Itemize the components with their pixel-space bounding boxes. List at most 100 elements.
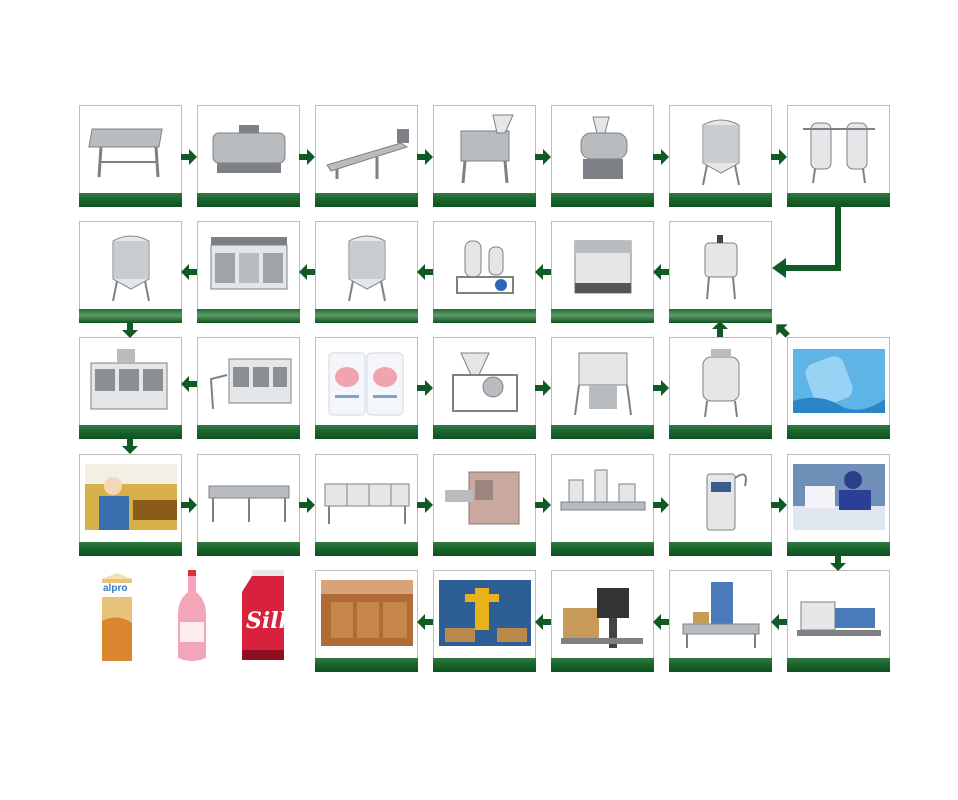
- arrow-left-icon: [298, 263, 316, 286]
- arrow-left-icon: [416, 263, 434, 286]
- arrow-right-icon: [298, 496, 316, 519]
- green-label-bar: [551, 193, 654, 207]
- arrow-left-icon: [180, 263, 198, 286]
- process-step-box: [315, 221, 418, 323]
- arrow-right-icon: [770, 496, 788, 519]
- green-label-bar: [787, 542, 890, 556]
- homogenizer-icon: [552, 222, 653, 308]
- connector-arrow: [770, 205, 850, 290]
- green-label-bar: [433, 658, 536, 672]
- storage-tank-icon: [316, 222, 417, 308]
- green-label-bar: [315, 193, 418, 207]
- process-step-box: [787, 337, 890, 439]
- green-label-bar: [787, 658, 890, 672]
- product-silk-carton: Silk: [240, 570, 294, 662]
- green-label-bar: [433, 193, 536, 207]
- green-label-bar: [669, 658, 772, 672]
- process-step-box: [787, 105, 890, 207]
- dryer-icon: [434, 455, 535, 541]
- arrow-right-icon: [416, 148, 434, 171]
- product-logo-alpro: alpro: [103, 583, 128, 594]
- arrow-right-icon: [652, 496, 670, 519]
- process-step-box: [197, 105, 300, 207]
- crusher-icon: [434, 106, 535, 192]
- sterilizer-icon: [198, 222, 299, 308]
- process-step-box: [787, 570, 890, 672]
- process-step-box: [551, 105, 654, 207]
- shrink-wrapper-icon: [788, 571, 889, 657]
- green-label-bar: [669, 309, 772, 323]
- cooling-conveyor-icon: [198, 455, 299, 541]
- arrow-left-icon: [770, 613, 788, 636]
- green-label-bar: [669, 542, 772, 556]
- palletizer-robot-icon: [434, 571, 535, 657]
- process-step-box: [669, 105, 772, 207]
- mixing-tank-icon: [670, 222, 771, 308]
- green-label-bar: [551, 425, 654, 439]
- green-label-bar: [315, 658, 418, 672]
- process-step-box: [669, 570, 772, 672]
- packing-photo-icon: [788, 455, 889, 541]
- green-label-bar: [79, 542, 182, 556]
- green-label-bar: [669, 193, 772, 207]
- green-label-bar: [197, 542, 300, 556]
- storage-tank-icon: [670, 106, 771, 192]
- arrow-upleft-icon: [773, 321, 791, 344]
- product-alpro-carton: alpro: [100, 573, 134, 661]
- green-label-bar: [433, 425, 536, 439]
- process-step-box: [787, 454, 890, 556]
- green-label-bar: [551, 658, 654, 672]
- jacketed-tank-icon: [670, 338, 771, 424]
- inkjet-coder-icon: [670, 455, 771, 541]
- warehouse-photo-icon: [316, 571, 417, 657]
- green-label-bar: [669, 425, 772, 439]
- process-step-box: [433, 570, 536, 672]
- process-step-box: [551, 570, 654, 672]
- process-step-box: [669, 454, 772, 556]
- process-step-box: [433, 105, 536, 207]
- bottle-filler-icon: [198, 338, 299, 424]
- sugar-bags-icon: [316, 338, 417, 424]
- green-label-bar: [551, 309, 654, 323]
- arrow-right-icon: [298, 148, 316, 171]
- green-label-bar: [433, 542, 536, 556]
- product-logo-silk: Silk: [246, 608, 294, 634]
- green-label-bar: [315, 309, 418, 323]
- green-label-bar: [79, 309, 182, 323]
- arrow-left-icon: [534, 263, 552, 286]
- arrow-right-icon: [180, 496, 198, 519]
- case-packer-icon: [670, 571, 771, 657]
- process-step-box: [551, 337, 654, 439]
- arrow-right-icon: [652, 379, 670, 402]
- carton-sealer-icon: [552, 571, 653, 657]
- process-step-box: [669, 221, 772, 323]
- green-label-bar: [79, 193, 182, 207]
- elevator-conveyor-icon: [316, 106, 417, 192]
- process-step-box: [669, 337, 772, 439]
- process-step-box: [79, 105, 182, 207]
- process-step-box: [197, 454, 300, 556]
- washer-drum-icon: [198, 106, 299, 192]
- process-step-box: [315, 105, 418, 207]
- arrow-up-icon: [711, 320, 729, 343]
- water-photo-icon: [788, 338, 889, 424]
- arrow-right-icon: [180, 148, 198, 171]
- degasser-icon: [434, 222, 535, 308]
- twin-filter-icon: [788, 106, 889, 192]
- arrow-left-icon: [652, 263, 670, 286]
- arrow-right-icon: [534, 379, 552, 402]
- storage-tank-icon: [80, 222, 181, 308]
- powder-mixer-icon: [434, 338, 535, 424]
- arrow-left-icon: [652, 613, 670, 636]
- conveyor-icon: [80, 106, 181, 192]
- process-step-box: [433, 221, 536, 323]
- process-step-box: [79, 337, 182, 439]
- process-step-box: [551, 221, 654, 323]
- process-step-box: [315, 454, 418, 556]
- green-label-bar: [787, 425, 890, 439]
- arrow-left-icon: [416, 613, 434, 636]
- filling-machine-icon: [80, 338, 181, 424]
- green-label-bar: [787, 193, 890, 207]
- process-step-box: [197, 337, 300, 439]
